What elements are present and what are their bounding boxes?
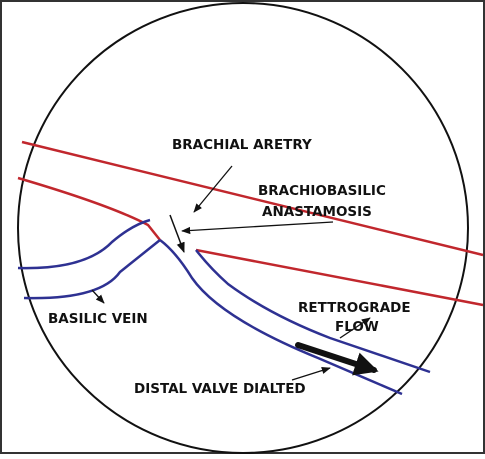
label-brachial-artery: BRACHIAL ARETRY	[172, 137, 312, 153]
label-retrograde-line2: FLOW	[335, 319, 379, 335]
label-anastomosis-line2: ANASTAMOSIS	[262, 204, 372, 220]
label-anastomosis-line1: BRACHIOBASILIC	[258, 183, 386, 199]
label-distal-valve: DISTAL VALVE DIALTED	[134, 381, 306, 397]
label-basilic-vein: BASILIC VEIN	[48, 311, 148, 327]
label-retrograde-line1: RETTROGRADE	[298, 300, 411, 316]
